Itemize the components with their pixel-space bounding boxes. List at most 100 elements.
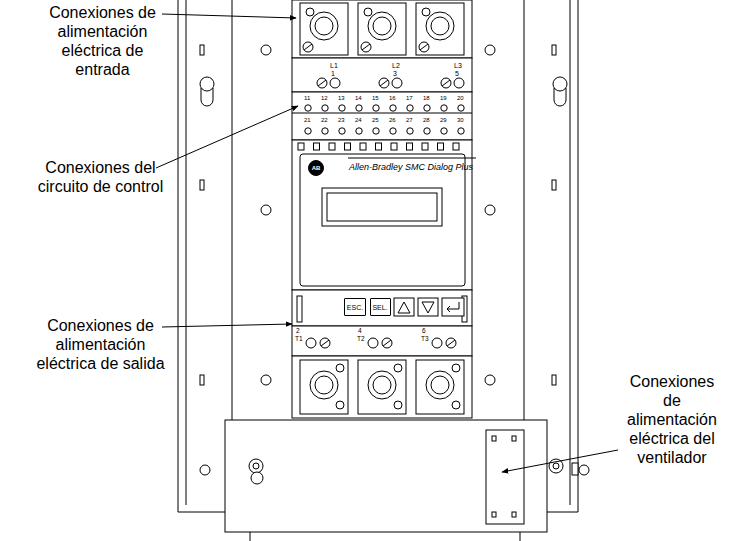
fan-housing	[492, 436, 496, 441]
fan-housing	[225, 420, 547, 532]
output-terminals	[292, 326, 472, 356]
control-terminal-strip	[407, 128, 413, 134]
control-terminal-strip	[305, 128, 311, 134]
output-lugs	[452, 401, 460, 409]
input-lugs	[292, 0, 472, 58]
terminal-label: 17	[406, 95, 413, 101]
terminal-label: 25	[372, 117, 379, 123]
output-terminals	[306, 338, 316, 348]
output-lugs	[394, 401, 402, 409]
fan-housing	[250, 532, 520, 541]
controller-body	[300, 154, 465, 286]
output-lugs	[431, 376, 449, 394]
terminal-label: 1	[331, 70, 335, 77]
callout-label: Conexiones de alimentación eléctrica de …	[28, 316, 173, 373]
fan-housing	[553, 463, 559, 469]
controller-body	[322, 188, 442, 226]
output-terminals	[321, 340, 329, 346]
control-terminal-strip	[305, 128, 464, 134]
input-lugs	[420, 44, 428, 50]
callout-label: Conexiones del circuito de control	[28, 158, 173, 196]
keypad	[447, 302, 459, 312]
line-terminals	[454, 78, 464, 88]
terminal-label: Allen-Bradley SMC Dialog Plus	[349, 163, 473, 172]
input-lugs	[426, 12, 454, 40]
leader-lines	[162, 324, 292, 327]
leader-lines	[156, 14, 618, 472]
control-terminal-strip	[407, 105, 413, 111]
control-terminal-strip	[292, 92, 472, 140]
keypad	[398, 302, 410, 313]
fan-housing	[512, 512, 516, 517]
mounting-panel	[485, 205, 495, 215]
output-terminals	[368, 338, 378, 348]
input-lugs	[416, 3, 464, 55]
terminal-label: L2	[392, 62, 400, 69]
leader-lines	[162, 14, 296, 18]
input-lugs	[306, 8, 314, 16]
terminal-label: 27	[406, 117, 413, 123]
mounting-panel	[552, 180, 556, 190]
input-lugs	[422, 8, 430, 16]
output-lugs	[358, 360, 406, 414]
terminal-label: 15	[372, 95, 379, 101]
terminal-label: 30	[457, 117, 464, 123]
fan-housing	[253, 463, 259, 469]
output-lugs	[315, 376, 333, 394]
control-terminal-strip	[292, 113, 472, 114]
controller-body	[292, 140, 476, 290]
controller-body	[407, 143, 413, 150]
fan-housing	[486, 430, 524, 524]
keypad	[394, 298, 414, 316]
node-text: AB	[312, 165, 321, 171]
control-terminal-strip	[458, 128, 464, 134]
node-text: SEL.	[372, 304, 387, 311]
terminal-label: L1	[330, 62, 338, 69]
fan-housing	[572, 463, 578, 475]
output-terminals	[320, 338, 330, 348]
control-terminal-strip	[356, 105, 362, 111]
terminal-label: 26	[389, 117, 396, 123]
mounting-panel	[261, 375, 271, 385]
control-terminal-strip	[424, 105, 430, 111]
terminal-label: 4	[358, 328, 362, 335]
output-lugs	[426, 371, 454, 399]
input-lugs	[362, 44, 370, 50]
mounting-panel	[485, 45, 495, 55]
key-button: SEL.	[370, 298, 391, 316]
line-terminals	[292, 58, 472, 92]
controller-body	[314, 143, 320, 150]
line-terminals	[318, 80, 326, 86]
mounting-panel	[261, 205, 271, 215]
output-terminals	[446, 338, 456, 348]
output-lugs	[292, 356, 472, 418]
terminal-label: 2	[296, 328, 300, 335]
mounting-panel	[200, 180, 204, 190]
terminal-label: 29	[440, 117, 447, 123]
terminal-label: 11	[304, 95, 310, 101]
terminal-label: 24	[355, 117, 362, 123]
controller-body	[360, 143, 366, 150]
controller-body	[348, 158, 476, 159]
brand-logo: AB	[308, 160, 324, 176]
control-terminal-strip	[373, 128, 379, 134]
leader-lines	[156, 106, 298, 168]
mounting-panel	[201, 88, 213, 106]
mounting-panel	[485, 375, 495, 385]
controller-body	[298, 143, 304, 150]
control-terminal-strip	[322, 128, 328, 134]
input-lugs	[358, 3, 406, 55]
input-lugs	[431, 17, 449, 35]
terminal-label: 3	[393, 70, 397, 77]
terminal-label: 13	[338, 95, 345, 101]
fan-housing	[200, 420, 589, 541]
output-lugs	[373, 376, 391, 394]
input-lugs	[373, 17, 391, 35]
control-terminal-strip	[373, 105, 379, 111]
mounting-panel	[200, 45, 204, 55]
input-lugs	[419, 42, 429, 52]
mounting-panel	[553, 77, 567, 91]
terminal-label: L3	[454, 62, 462, 69]
control-terminal-strip	[356, 128, 362, 134]
controller-body	[345, 143, 351, 150]
